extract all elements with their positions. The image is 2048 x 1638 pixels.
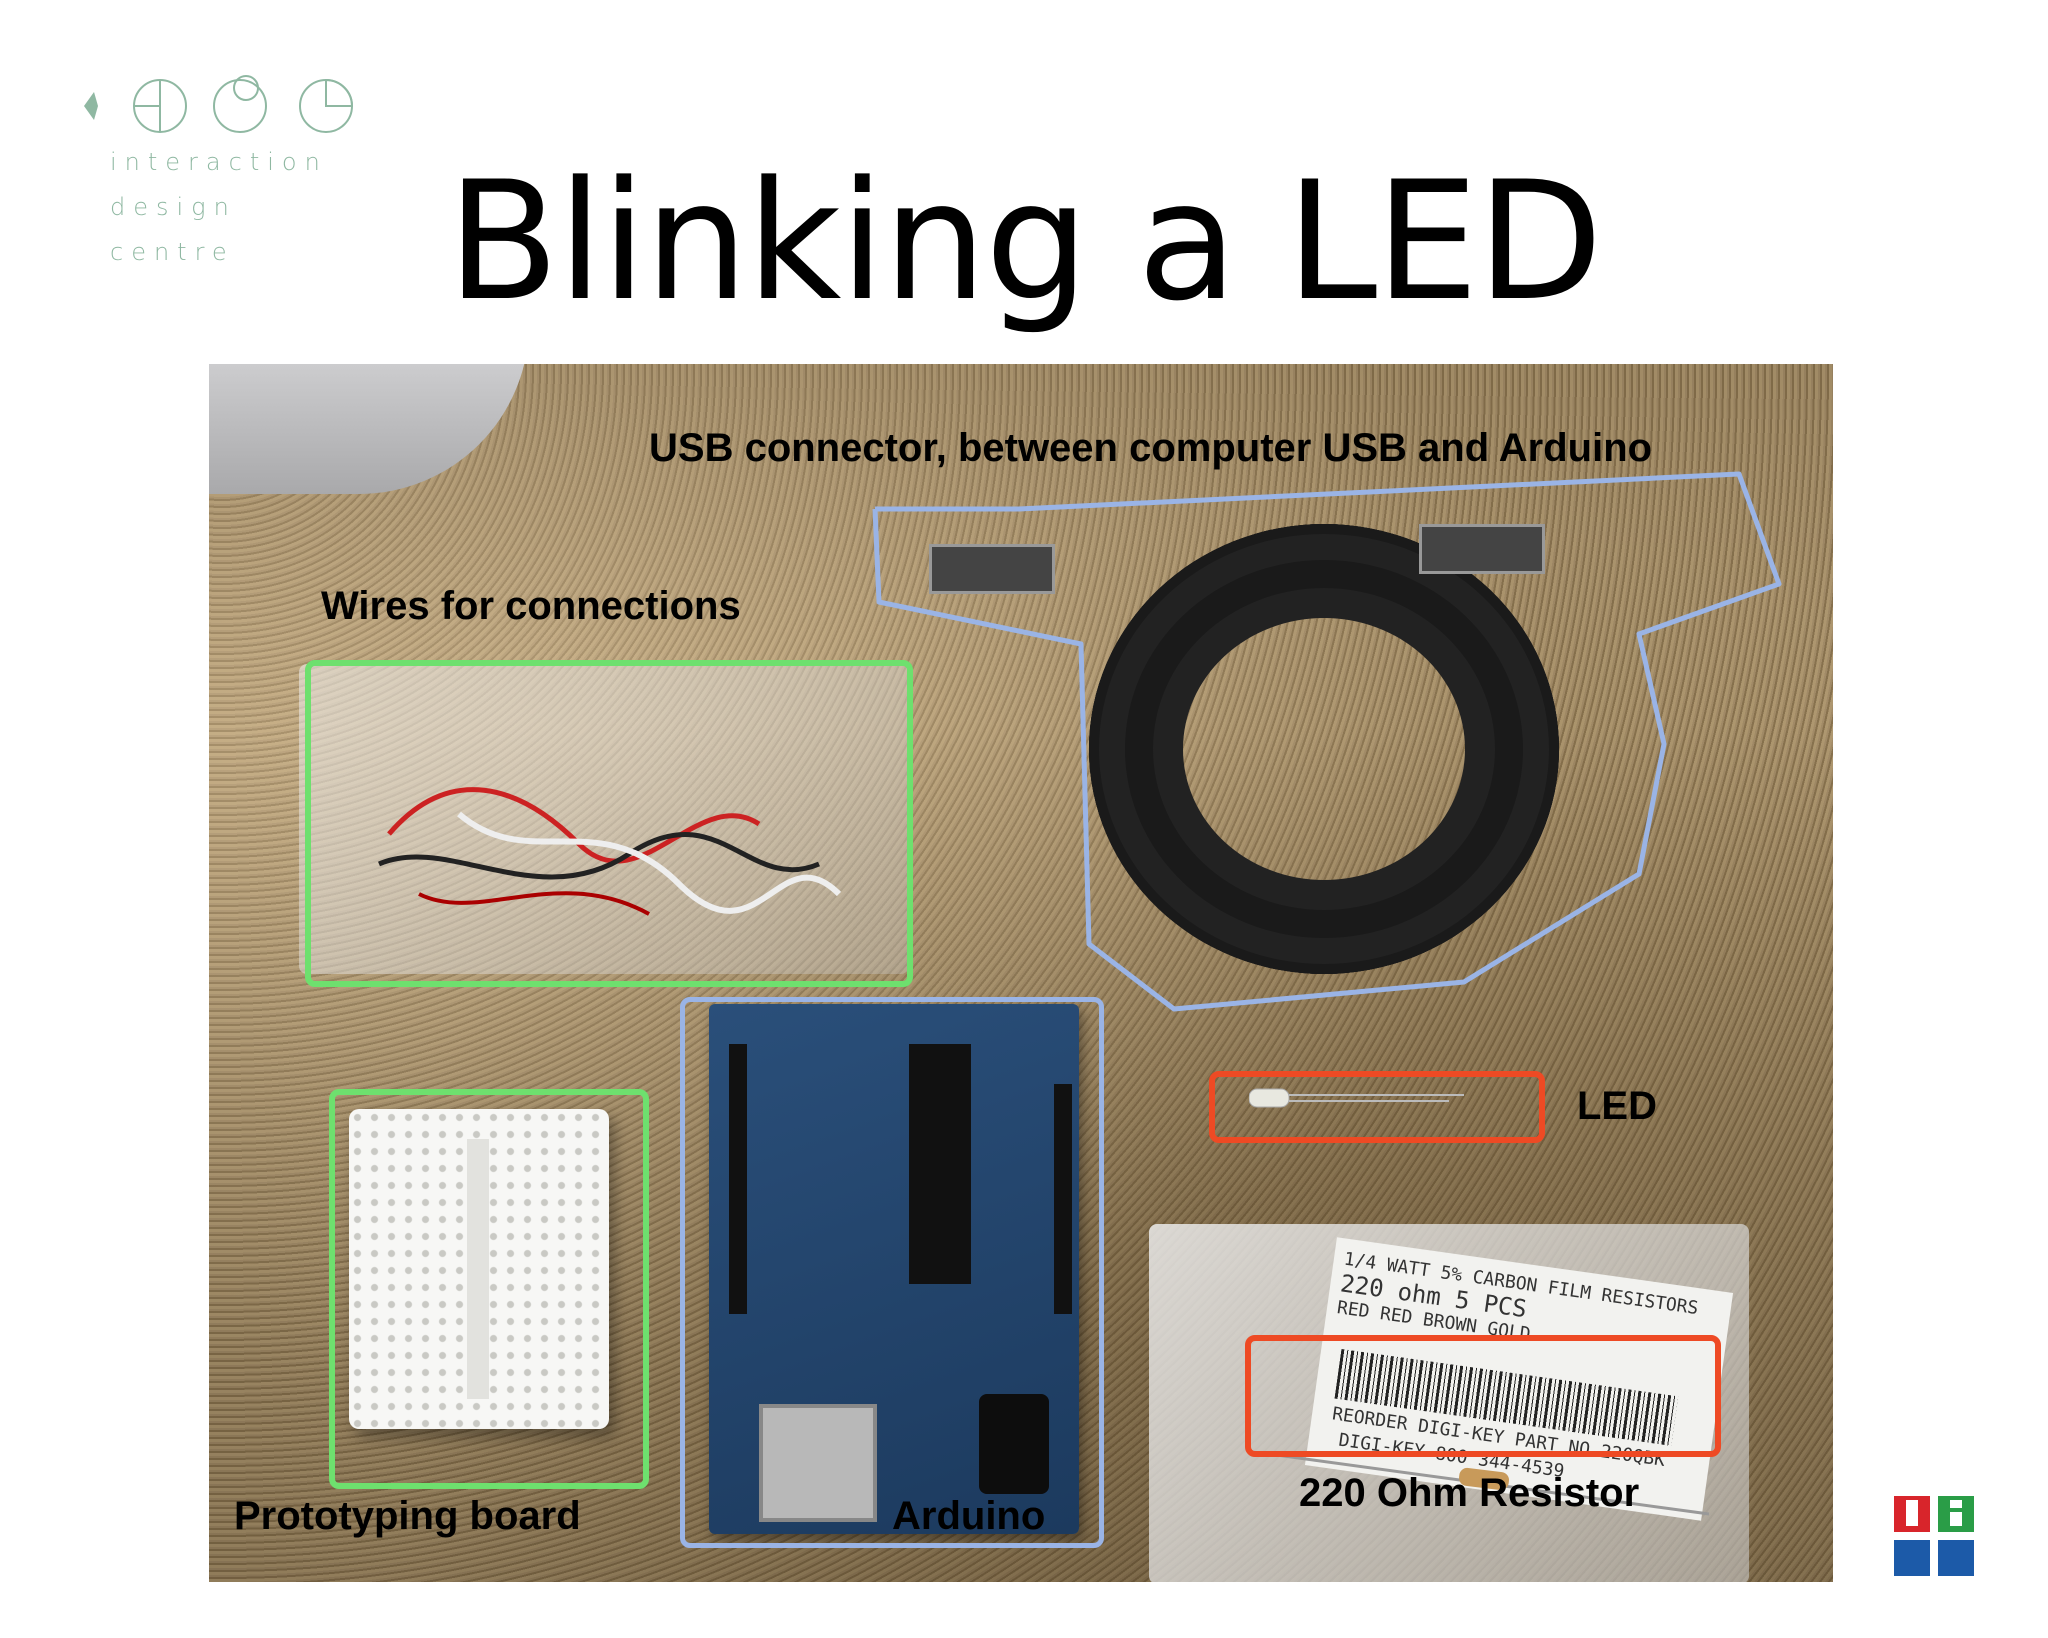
breadboard-center-channel [467, 1139, 489, 1399]
logo-text-line2: design [110, 193, 237, 221]
wires-caption: Wires for connections [321, 584, 741, 628]
idc-logo-icons [84, 75, 354, 133]
breadboard-highlight-box [329, 1089, 649, 1489]
logo-text-line3: centre [110, 238, 235, 266]
led-highlight-box [1209, 1071, 1545, 1143]
arduino-power-jack [979, 1394, 1049, 1494]
arduino-chip [909, 1044, 971, 1284]
led-caption: LED [1577, 1084, 1657, 1128]
usb-plug-b-image [1419, 524, 1545, 574]
logo-text-line1: interaction [110, 148, 328, 176]
resistor-caption: 220 Ohm Resistor [1299, 1471, 1640, 1515]
breadboard-image [349, 1109, 609, 1429]
usb-caption: USB connector, between computer USB and … [649, 426, 1653, 470]
arduino-board-image [709, 1004, 1079, 1534]
arduino-analog-header [1054, 1084, 1072, 1314]
arduino-caption: Arduino [892, 1494, 1046, 1538]
prototyping-board-caption: Prototyping board [234, 1494, 581, 1538]
resistor-highlight-box [1245, 1335, 1721, 1457]
wires-highlight-box [305, 660, 913, 987]
slide-title: Blinking a LED [446, 146, 1603, 337]
wires-drawing [378, 787, 842, 916]
wires-bag-image [299, 664, 909, 974]
usb-highlight-outline [872, 471, 1782, 1012]
arduino-usb-port [759, 1404, 877, 1522]
components-photo: 1/4 WATT 5% CARBON FILM RESISTORS 220 oh… [209, 364, 1833, 1582]
arduino-highlight-box [680, 997, 1104, 1548]
led-image [1249, 1088, 1464, 1108]
arduino-digital-header [729, 1044, 747, 1314]
university-logo [1894, 1496, 1974, 1576]
idc-logo: interaction design centre [80, 70, 380, 280]
resistor-drawing [1268, 1452, 1710, 1516]
usb-plug-a-image [929, 544, 1055, 594]
